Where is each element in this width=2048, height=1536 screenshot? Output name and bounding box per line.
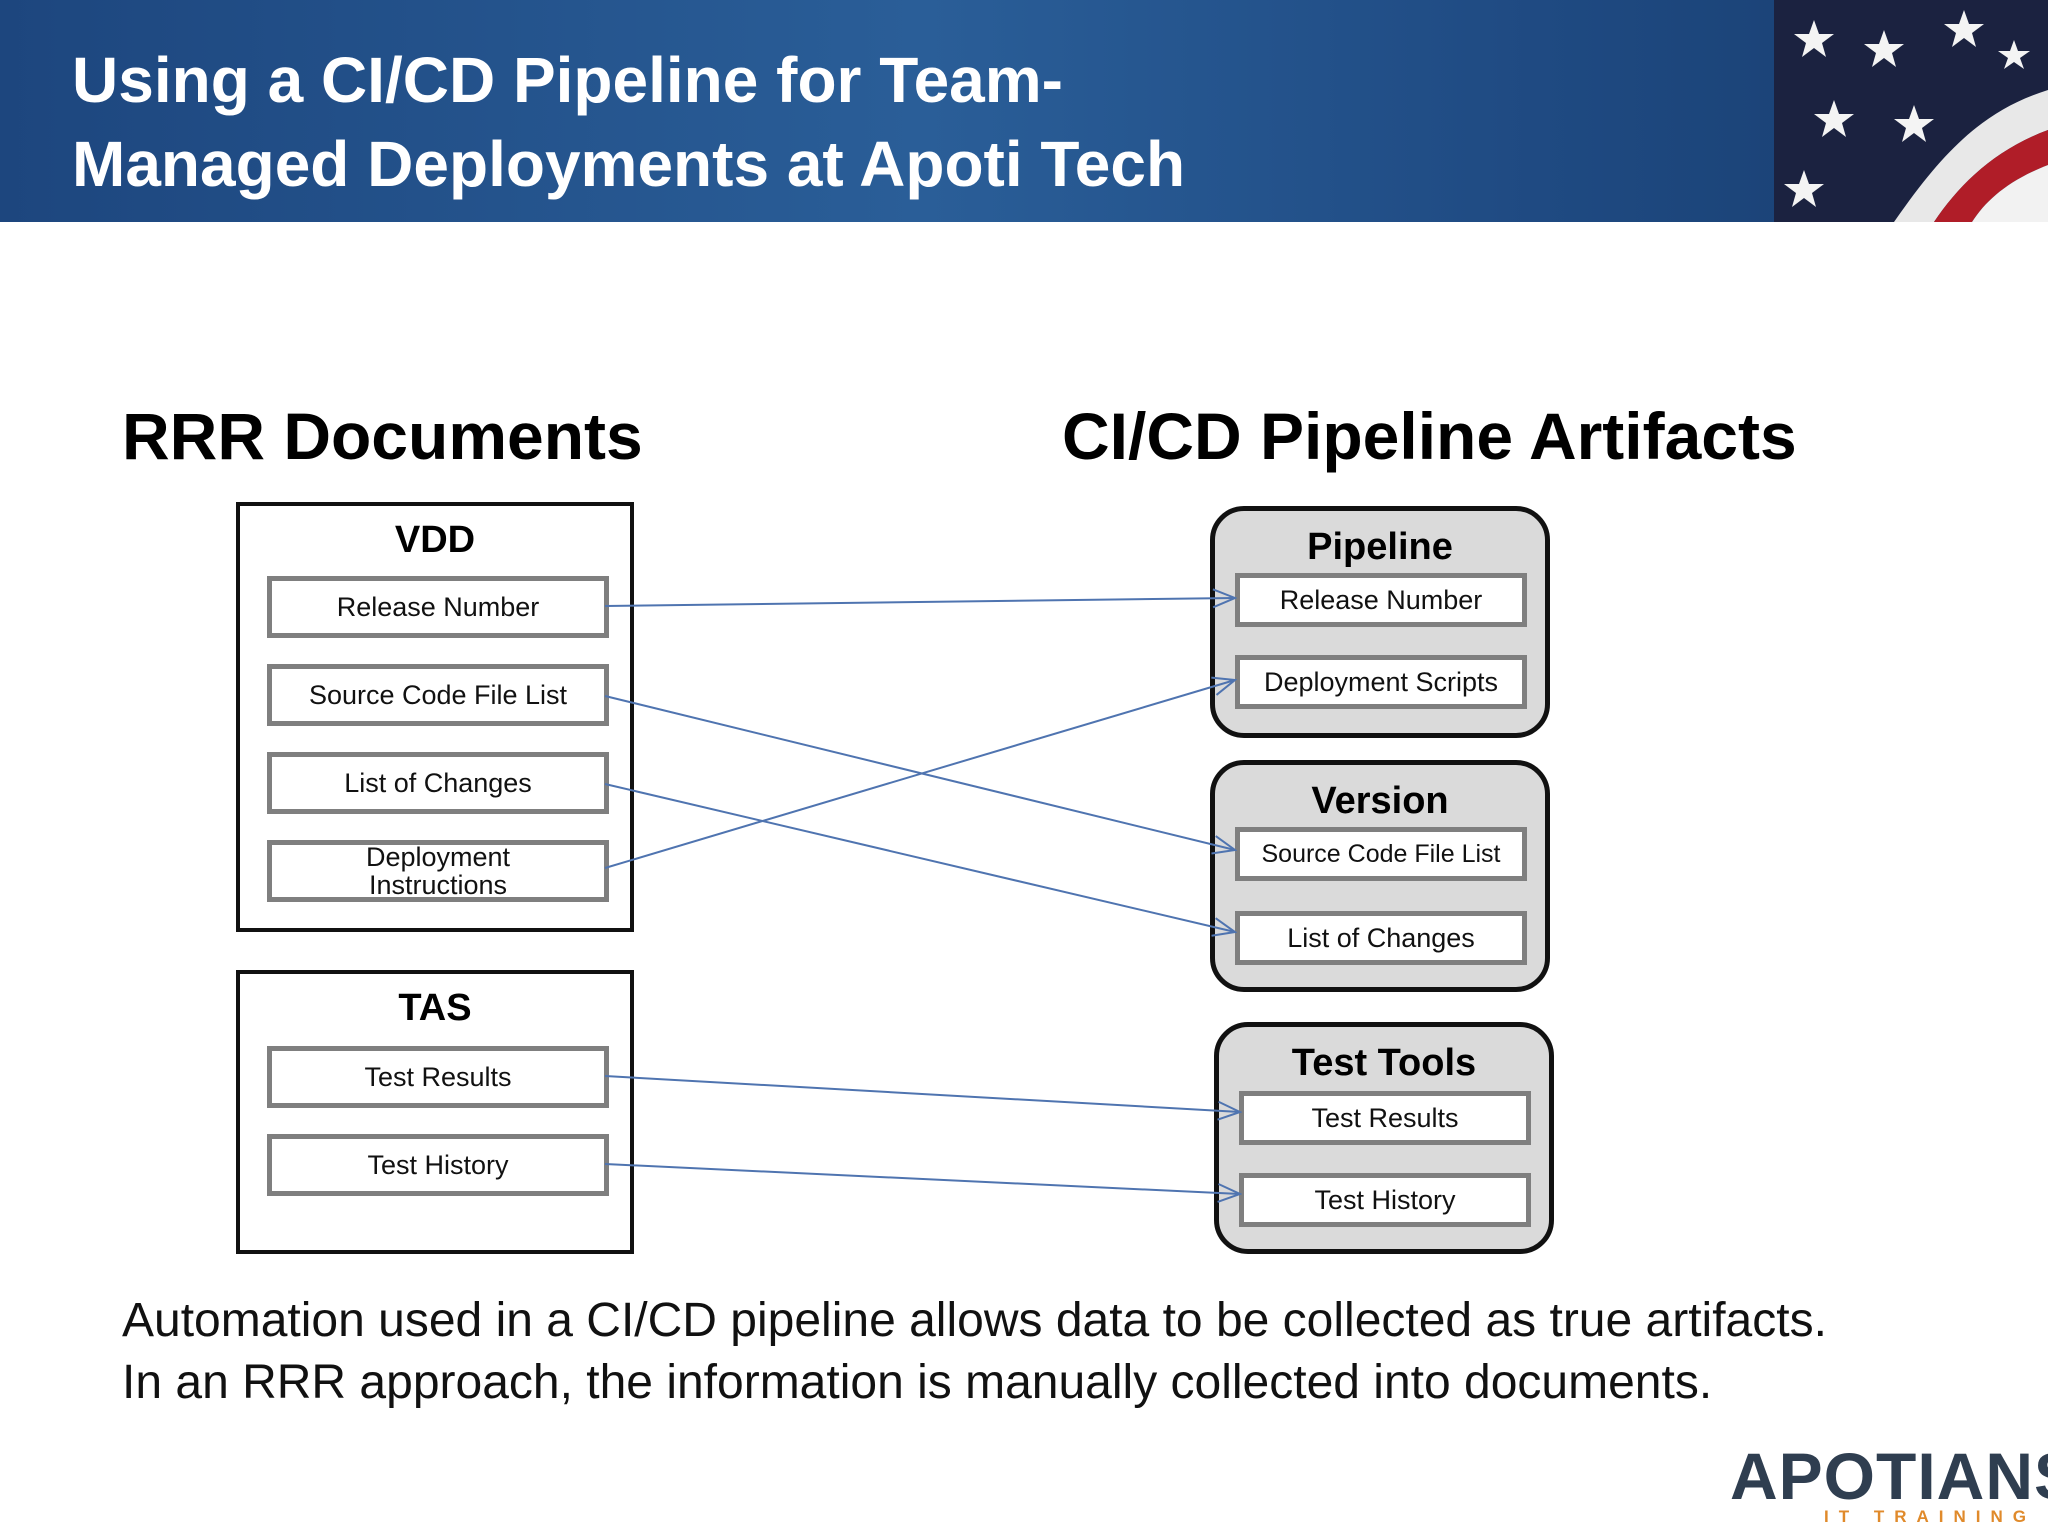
tas-item-test-results: Test Results (267, 1046, 609, 1108)
vdd-title: VDD (394, 519, 476, 561)
pipeline-title: Pipeline (1307, 526, 1453, 568)
vdd-box: VDD Release Number Source Code File List… (236, 502, 634, 932)
slide-title: Using a CI/CD Pipeline for Team- Managed… (72, 44, 1186, 222)
us-flag-image (1774, 0, 2048, 222)
logo-subtitle: IT TRAINING (1824, 1507, 2036, 1526)
version-item-list-of-changes: List of Changes (1235, 911, 1527, 965)
test-tools-title: Test Tools (1291, 1042, 1477, 1084)
right-heading: CI/CD Pipeline Artifacts (1062, 399, 1797, 473)
arrow-list-of-changes (604, 783, 1235, 932)
test-tools-item-test-results: Test Results (1239, 1091, 1531, 1145)
pipeline-item-release-number: Release Number (1235, 573, 1527, 627)
slide-caption: Automation used in a CI/CD pipeline allo… (122, 1294, 1827, 1409)
test-tools-group: Test Tools Test Results Test History (1214, 1022, 1554, 1254)
arrow-test-results (604, 1075, 1240, 1112)
pipeline-group: Pipeline Release Number Deployment Scrip… (1210, 506, 1550, 738)
arrow-test-history (604, 1163, 1240, 1194)
logo-wordmark: APOTIANS (1730, 1439, 2048, 1513)
vdd-item-list-of-changes: List of Changes (267, 752, 609, 814)
version-item-source-code-file-list: Source Code File List (1235, 827, 1527, 881)
header-banner: Using a CI/CD Pipeline for Team- Managed… (0, 0, 2048, 222)
vdd-item-source-code-file-list: Source Code File List (267, 664, 609, 726)
tas-title: TAS (398, 987, 472, 1029)
version-group: Version Source Code File List List of Ch… (1210, 760, 1550, 992)
apotians-logo: APOTIANS IT TRAINING (1730, 1441, 2048, 1526)
tas-item-test-history: Test History (267, 1134, 609, 1196)
arrow-deployment-instructions (604, 680, 1235, 869)
vdd-item-release-number: Release Number (267, 576, 609, 638)
vdd-item-deployment-instructions: Deployment Instructions (267, 840, 609, 902)
left-heading: RRR Documents (122, 399, 643, 473)
arrow-release-number (604, 598, 1235, 606)
version-title: Version (1311, 780, 1449, 822)
tas-box: TAS Test Results Test History (236, 970, 634, 1254)
